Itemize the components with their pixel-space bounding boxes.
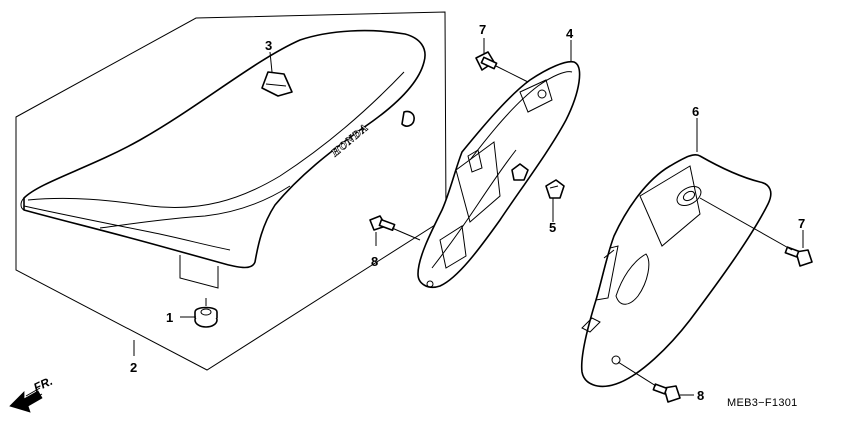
- seat[interactable]: HONDA: [20, 29, 426, 289]
- callout-1: 1: [166, 310, 173, 325]
- diagram-code: MEB3−F1301: [727, 397, 798, 409]
- part-4-side-cover-inner[interactable]: [417, 60, 581, 289]
- callout-8-bottom: 8: [697, 388, 704, 403]
- callout-4: 4: [566, 26, 574, 41]
- callout-7-top: 7: [479, 22, 486, 37]
- part-6-side-cover-outer[interactable]: [580, 153, 772, 388]
- callout-3: 3: [265, 38, 272, 53]
- part-8-bolt-bottom[interactable]: [652, 383, 681, 403]
- callout-labels: 3 1 2 4 7 5 6 7 8 8: [130, 22, 805, 403]
- arrow-left-icon: [9, 390, 43, 413]
- part-8-bolt-left[interactable]: [369, 215, 396, 232]
- callout-7-right: 7: [798, 216, 805, 231]
- callout-8-left: 8: [371, 254, 378, 269]
- part-1-nut[interactable]: [194, 298, 218, 328]
- part-4-grommet: [511, 163, 529, 181]
- callout-2: 2: [130, 360, 137, 375]
- part-7-bolt-right[interactable]: [784, 246, 813, 267]
- callout-6: 6: [692, 104, 699, 119]
- part-7-bolt-top[interactable]: [475, 51, 498, 71]
- part-5-clip-nut[interactable]: [545, 179, 565, 199]
- front-direction-label: FR.: [31, 374, 54, 395]
- callout-5: 5: [549, 220, 556, 235]
- front-direction-indicator: FR.: [9, 374, 55, 413]
- leader-lines: [133, 38, 804, 396]
